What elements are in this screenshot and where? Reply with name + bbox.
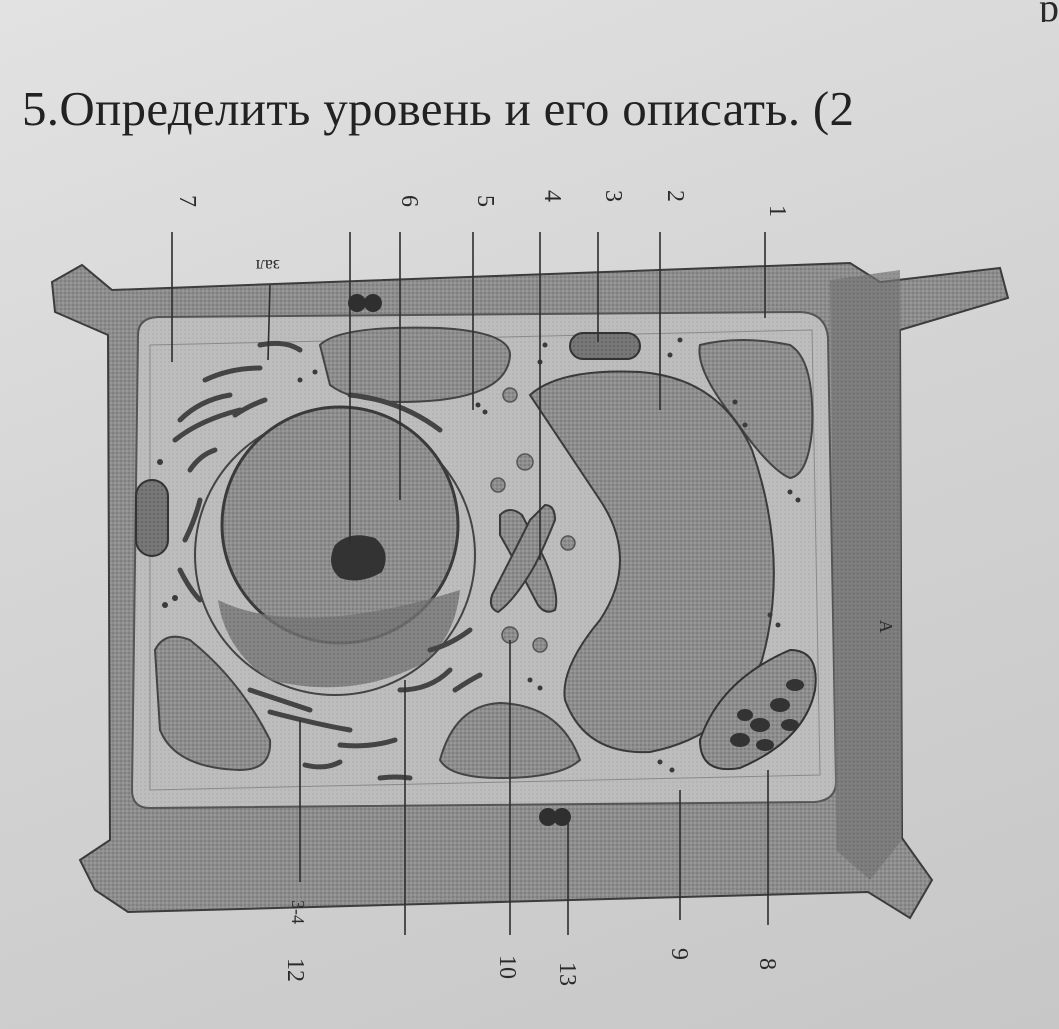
label-13: 13 bbox=[554, 962, 580, 986]
label-9: 9 bbox=[666, 948, 692, 960]
bottom-labels: 12 3-4 10 13 9 8 bbox=[282, 900, 780, 986]
label-12: 12 bbox=[282, 958, 308, 982]
nucleus bbox=[194, 405, 476, 696]
side-plastids bbox=[153, 326, 814, 780]
chloroplast bbox=[698, 648, 817, 771]
bottom-leader-lines bbox=[299, 640, 769, 935]
top-labels: 7 зал 6 5 4 3 2 1 bbox=[174, 190, 790, 276]
label-1: 1 bbox=[764, 205, 790, 217]
endoplasmic-reticulum bbox=[172, 340, 483, 781]
label-5: 5 bbox=[472, 195, 498, 207]
label-2: 2 bbox=[662, 190, 688, 202]
label-3-4: 3-4 bbox=[288, 900, 308, 924]
previous-line-text: р bbox=[1039, 0, 1059, 22]
label-10: 10 bbox=[494, 955, 520, 979]
task-title: 5.Определить уровень и его описать. (2 bbox=[22, 81, 855, 136]
label-side-a: А bbox=[876, 620, 896, 633]
nucleolus bbox=[331, 535, 386, 581]
label-4: 4 bbox=[539, 190, 565, 202]
vesicles bbox=[490, 387, 576, 653]
golgi-apparatus bbox=[489, 503, 558, 614]
previous-line-fragment: р bbox=[0, 0, 1059, 22]
label-3: 3 bbox=[600, 190, 626, 202]
label-7: 7 bbox=[174, 195, 200, 207]
label-8: 8 bbox=[754, 958, 780, 970]
mitochondria bbox=[135, 332, 641, 557]
ribosomes bbox=[157, 337, 801, 773]
central-vacuole bbox=[528, 370, 775, 754]
top-leader-lines bbox=[171, 232, 766, 560]
label-6: 6 bbox=[396, 195, 422, 207]
label-zal: зал bbox=[256, 256, 280, 276]
